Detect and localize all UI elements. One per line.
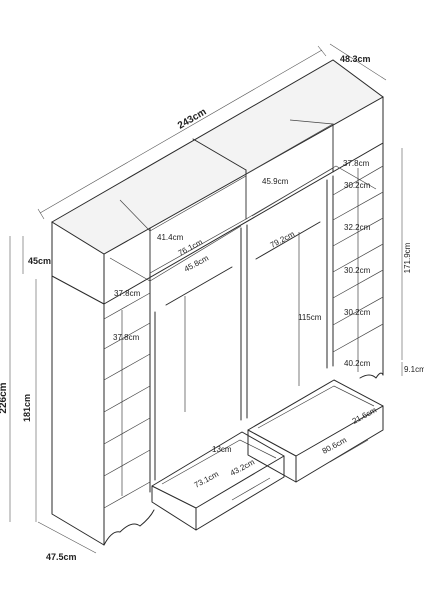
label-total-height: 226cm [0, 382, 9, 413]
label-drawer-left-height: 13cm [212, 445, 232, 454]
wardrobe-drawing [51, 59, 384, 546]
left-drawer-top [151, 431, 285, 509]
label-top-left-inner-height: 41.4cm [157, 233, 184, 242]
top-divider-1 [192, 138, 247, 171]
dimension-lines [9, 43, 403, 554]
label-top-right-depth: 37.8cm [343, 159, 370, 168]
label-body-height: 181cm [22, 394, 32, 422]
label-hang-height: 115cm [298, 313, 322, 322]
plinth [103, 509, 155, 546]
label-right-shelf-4: 30.2cm [344, 308, 371, 317]
hanging-rail-right [255, 221, 321, 260]
hanging-rail-left [165, 266, 233, 306]
label-top-right-width: 45.9cm [262, 177, 289, 186]
label-right-shelf-3: 30.2cm [344, 266, 371, 275]
label-right-shelf-2: 32.2cm [344, 223, 371, 232]
label-hang-right-width: 79.2cm [269, 229, 297, 249]
label-top-left-depth: 37.8cm [114, 289, 141, 298]
label-left-col-depth: 37.8cm [113, 333, 140, 342]
label-top-height: 45cm [28, 256, 51, 266]
body-left-edge [51, 275, 105, 546]
label-right-shelf-1: 30.2cm [344, 181, 371, 190]
label-width-total: 243cm [176, 106, 209, 131]
label-depth-bottom: 47.5cm [46, 552, 77, 562]
left-drawer-front [151, 455, 285, 531]
label-right-plinth: 9.1cm [404, 365, 424, 374]
label-right-shelf-5: 40.2cm [344, 359, 371, 368]
label-depth-top: 48.3cm [340, 54, 371, 64]
label-drawer-left-width: 73.1cm [193, 469, 221, 489]
label-right-col-height: 171.9cm [403, 242, 412, 273]
label-drawer-right-height: 21.6cm [351, 405, 379, 425]
